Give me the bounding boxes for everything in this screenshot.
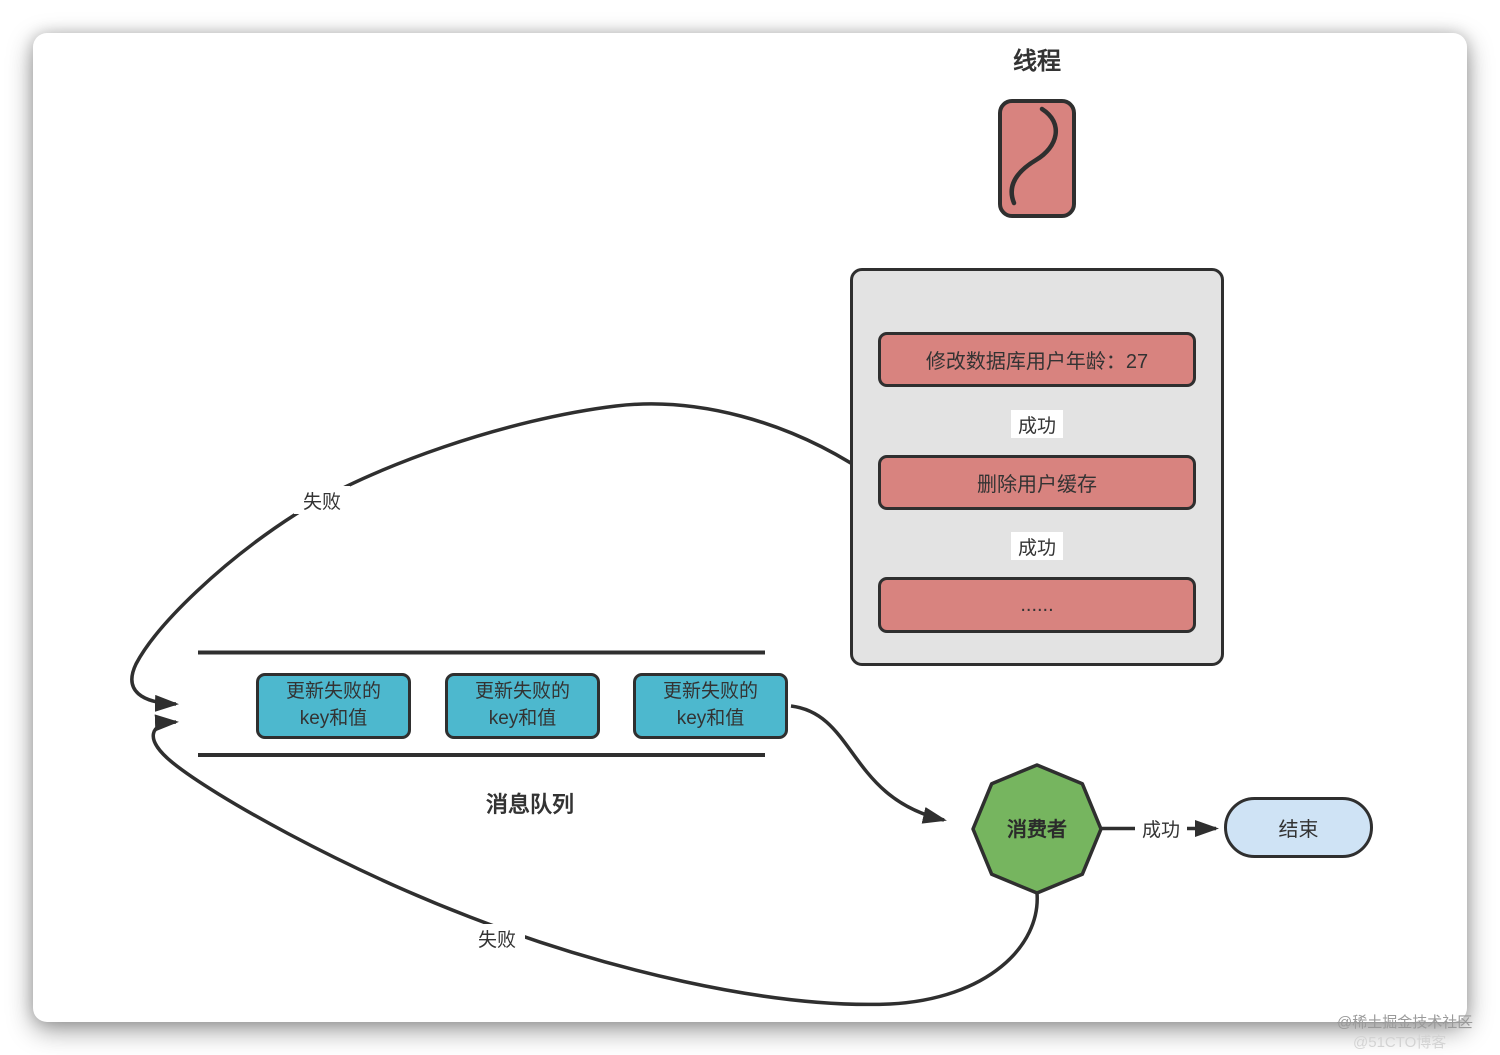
watermark-51cto: @51CTO博客 [1353,1034,1447,1051]
queue-item-2-line1: 更新失败的 [474,681,570,703]
step-update-db-age-label: 修改数据库用户年龄：27 [925,351,1149,373]
step-ellipsis: ...... [878,577,1196,633]
queue-item-3: 更新失败的 key和值 [633,673,788,739]
thread-squiggle-icon [998,99,1076,218]
end-node: 结束 [1224,797,1373,858]
thread-title: 线程 [1013,48,1061,75]
end-node-label: 结束 [1278,819,1319,841]
queue-item-3-line1: 更新失败的 [662,681,758,703]
whiteboard-card [33,33,1467,1022]
queue-item-2-line2: key和值 [488,708,557,729]
consumer-success-label: 成功 [1135,814,1187,842]
success-label-2: 成功 [1011,532,1063,560]
fail-label-top: 失败 [294,486,350,514]
queue-item-2: 更新失败的 key和值 [445,673,600,739]
watermark-juejin: @稀土掘金技术社区 [1337,1014,1473,1031]
step-delete-cache-label: 删除用户缓存 [977,474,1097,496]
queue-item-3-line2: key和值 [676,708,745,729]
step-update-db-age: 修改数据库用户年龄：27 [878,332,1196,387]
queue-item-1: 更新失败的 key和值 [256,673,411,739]
step-delete-cache: 删除用户缓存 [878,455,1196,510]
queue-item-1-line1: 更新失败的 [285,681,381,703]
fail-label-bottom: 失败 [469,924,525,952]
success-label-1: 成功 [1011,410,1063,438]
squiggle-glyph [1009,106,1059,206]
step-ellipsis-label: ...... [1020,593,1054,616]
queue-title: 消息队列 [485,792,574,817]
queue-item-1-line2: key和值 [299,708,368,729]
consumer-label: 消费者 [1007,819,1067,841]
